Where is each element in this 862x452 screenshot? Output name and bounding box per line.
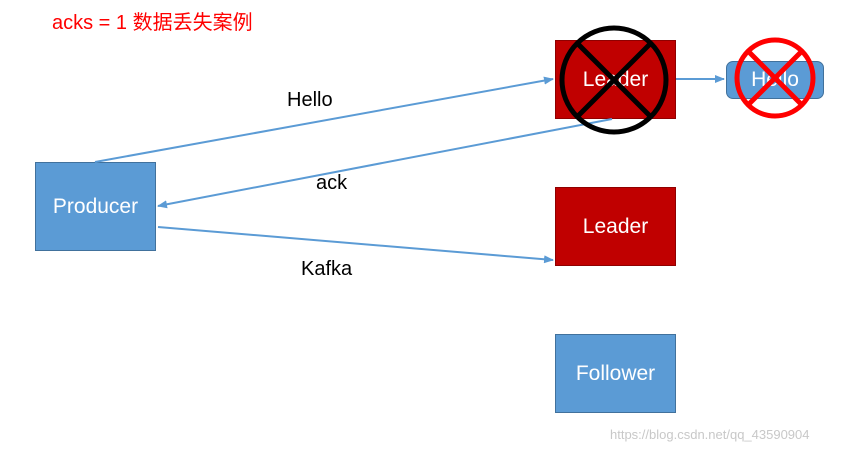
edge-label-hello: Hello xyxy=(287,89,333,111)
follower-label: Follower xyxy=(575,361,656,385)
follower-node: Follower xyxy=(555,334,676,413)
producer-node: Producer xyxy=(35,162,156,251)
edge-label-ack: ack xyxy=(316,172,348,194)
arrow-ack xyxy=(157,118,613,209)
hello-message-label: Hello xyxy=(751,68,799,91)
hello-message-node: Hello xyxy=(726,61,824,99)
diagram-title: acks = 1 数据丢失案例 xyxy=(52,12,253,34)
leader-node-failed: Leader xyxy=(555,40,676,119)
producer-label: Producer xyxy=(52,194,139,218)
arrow-kafka xyxy=(157,226,554,264)
leader-new-label: Leader xyxy=(582,214,649,238)
leader-failed-label: Leader xyxy=(582,67,649,91)
leader-node-new: Leader xyxy=(555,187,676,266)
edge-label-kafka: Kafka xyxy=(301,258,353,280)
watermark: https://blog.csdn.net/qq_43590904 xyxy=(610,427,810,442)
